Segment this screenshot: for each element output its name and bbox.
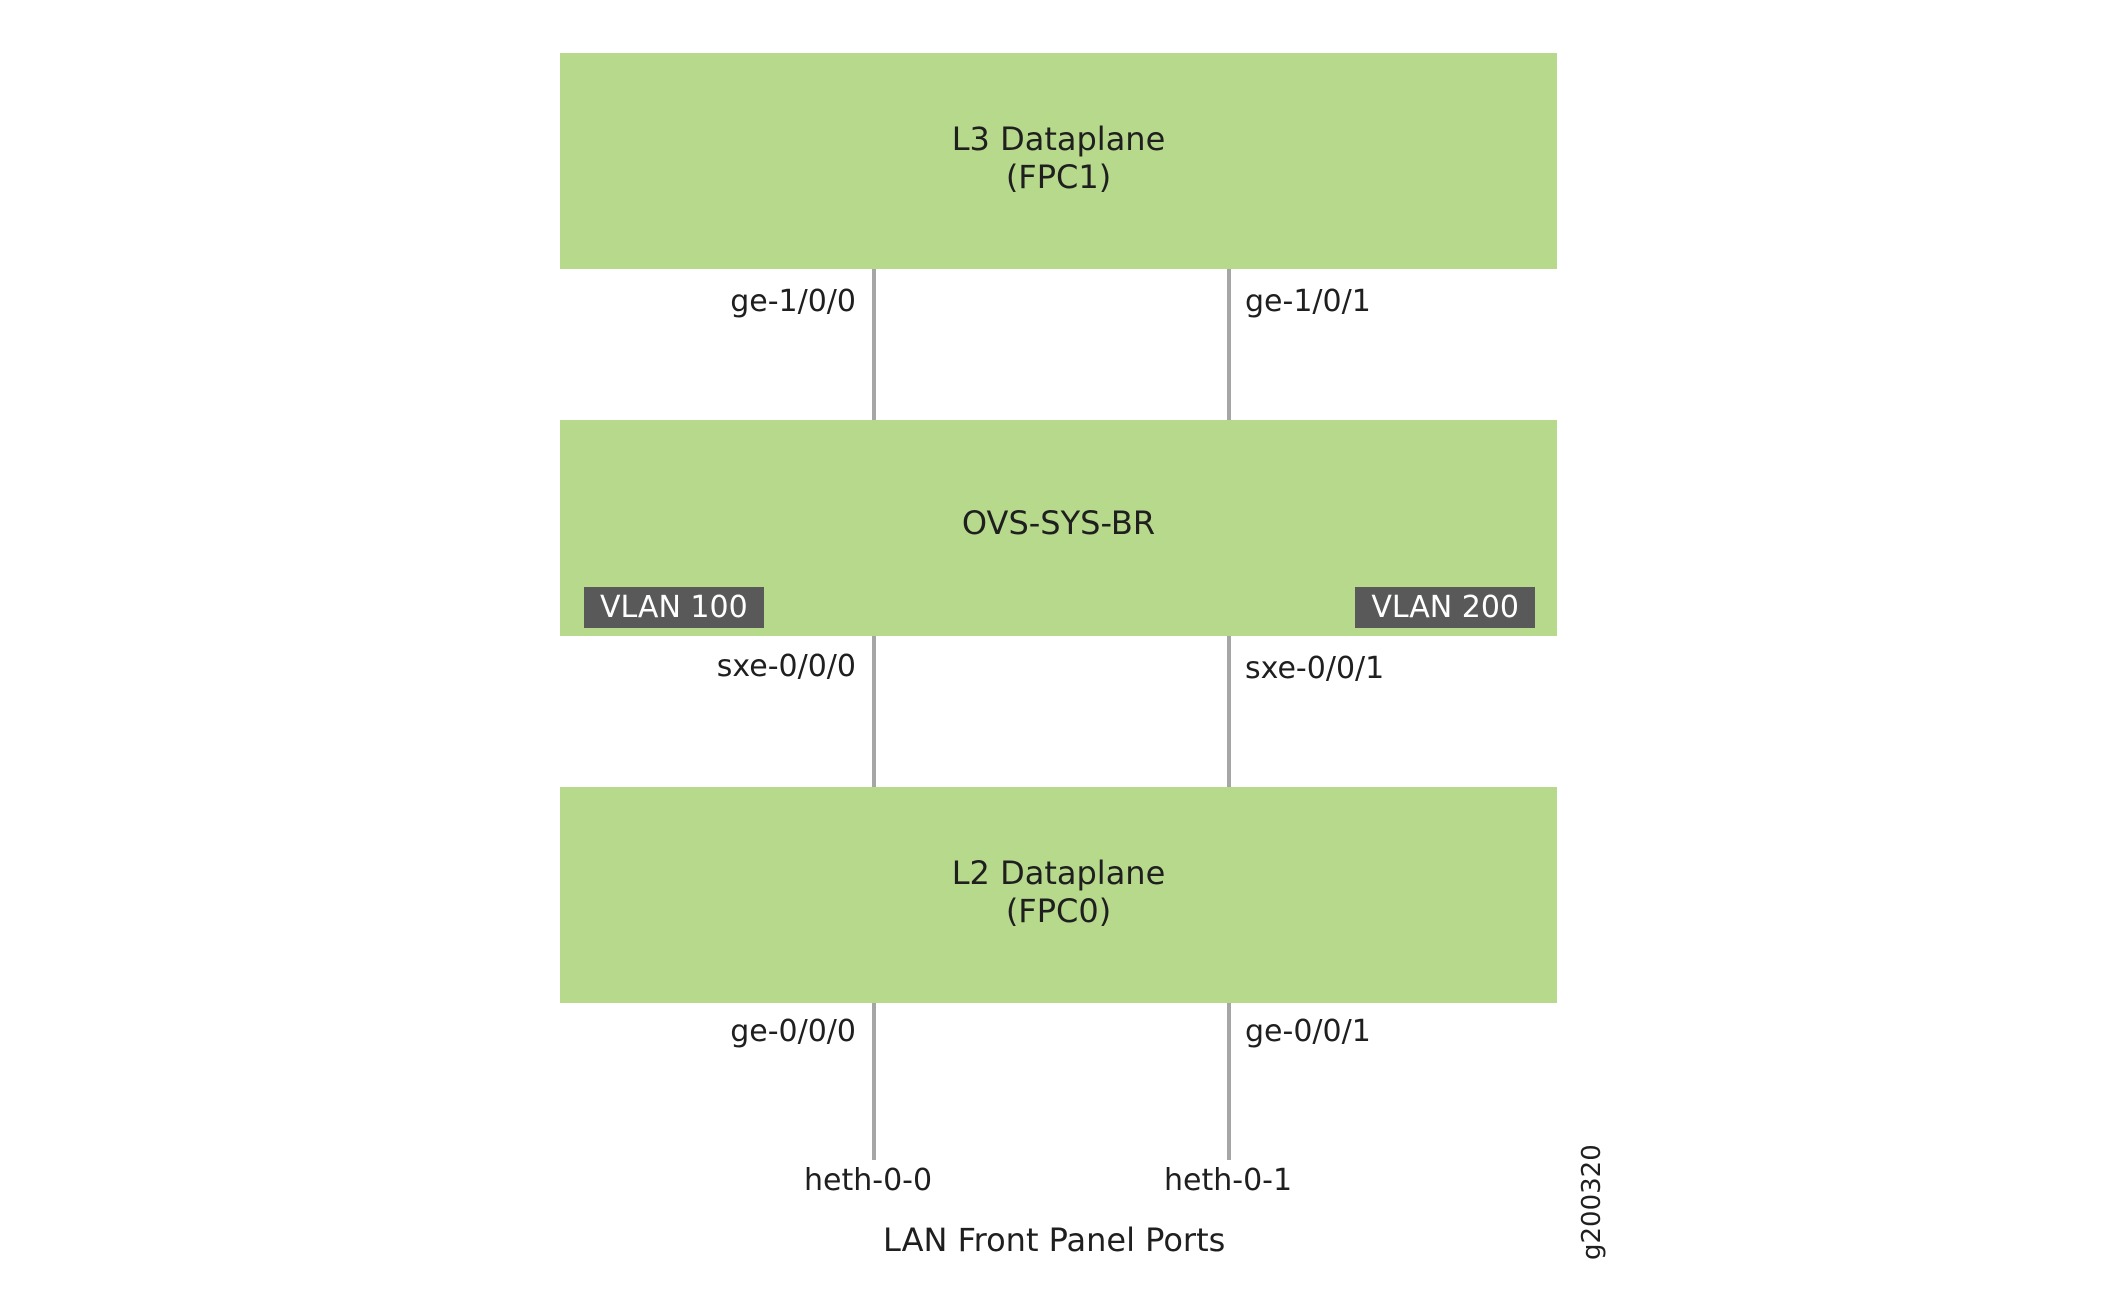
vlan-200-tag: VLAN 200 [1355,587,1535,628]
link-ge-1-0-1 [1227,269,1231,420]
port-label-ge-0-0-1: ge-0/0/1 [1245,1014,1371,1049]
port-label-ge-0-0-0: ge-0/0/0 [730,1014,856,1049]
port-label-sxe-0-0-0: sxe-0/0/0 [716,649,856,684]
link-sxe-0-0-1 [1227,636,1231,787]
vlan-100-tag: VLAN 100 [584,587,764,628]
link-ge-1-0-0 [872,269,876,420]
port-label-heth-0-0: heth-0-0 [804,1163,933,1198]
front-panel-caption: LAN Front Panel Ports [883,1221,1226,1259]
l2-dataplane-title: L2 Dataplane (FPC0) [951,854,1166,930]
ovs-sys-br-block: OVS-SYS-BR VLAN 100 VLAN 200 [560,420,1557,636]
link-ge-0-0-0 [872,1003,876,1160]
port-label-ge-1-0-1: ge-1/0/1 [1245,284,1371,319]
l3-dataplane-block: L3 Dataplane (FPC1) [560,53,1557,269]
link-ge-0-0-1 [1227,1003,1231,1160]
figure-id: g200320 [1577,1144,1607,1260]
port-label-sxe-0-0-1: sxe-0/0/1 [1245,651,1385,686]
port-label-heth-0-1: heth-0-1 [1164,1163,1293,1198]
ovs-sys-br-title: OVS-SYS-BR [961,504,1156,542]
link-sxe-0-0-0 [872,636,876,787]
port-label-ge-1-0-0: ge-1/0/0 [730,284,856,319]
l2-dataplane-block: L2 Dataplane (FPC0) [560,787,1557,1003]
l3-dataplane-title: L3 Dataplane (FPC1) [951,120,1166,196]
